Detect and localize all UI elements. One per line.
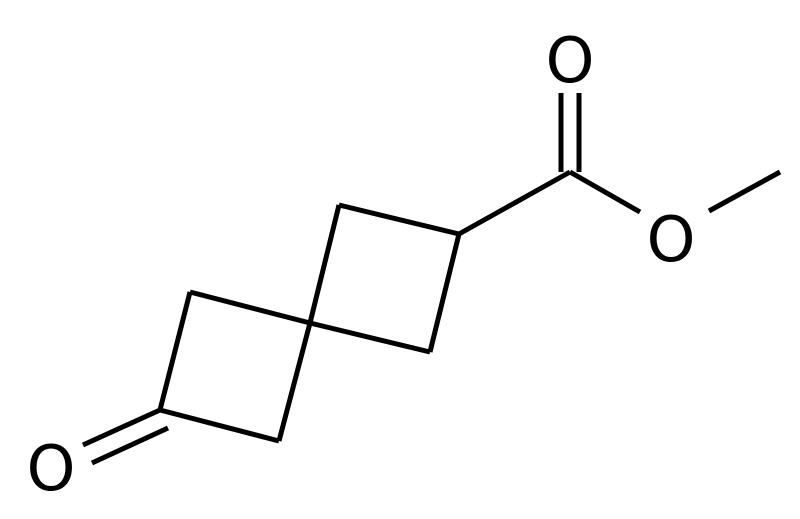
bond-carbonyl-carbon-to-ether-oxygen — [568, 169, 642, 215]
bond-ketone-line-2 — [90, 425, 170, 466]
ketone-double-bond — [81, 407, 170, 466]
ester-ether-oxygen-label: O — [647, 203, 696, 276]
bond-ketone-line-1 — [81, 407, 162, 448]
ketone-oxygen-label: O — [27, 432, 76, 505]
bond-ring-left-bottom — [159, 407, 280, 444]
ester-carbonyl-oxygen-label: O — [546, 24, 595, 97]
bond-ring-right-top — [338, 202, 460, 237]
bond-ring-left-side — [157, 291, 193, 411]
bond-ring-left-right — [276, 322, 313, 442]
bond-ether-oxygen-to-methyl — [707, 169, 782, 214]
bond-ring-right-side — [427, 233, 462, 353]
right-cyclobutane-ring — [307, 202, 462, 355]
bond-ring-to-carbonyl-carbon — [457, 169, 572, 237]
left-cyclobutane-ring — [157, 289, 313, 444]
bond-ring-right-bottom — [309, 320, 431, 355]
bond-ring-right-left — [307, 204, 342, 324]
bond-ring-left-top — [189, 289, 311, 326]
methyl-ester-group — [457, 93, 782, 237]
